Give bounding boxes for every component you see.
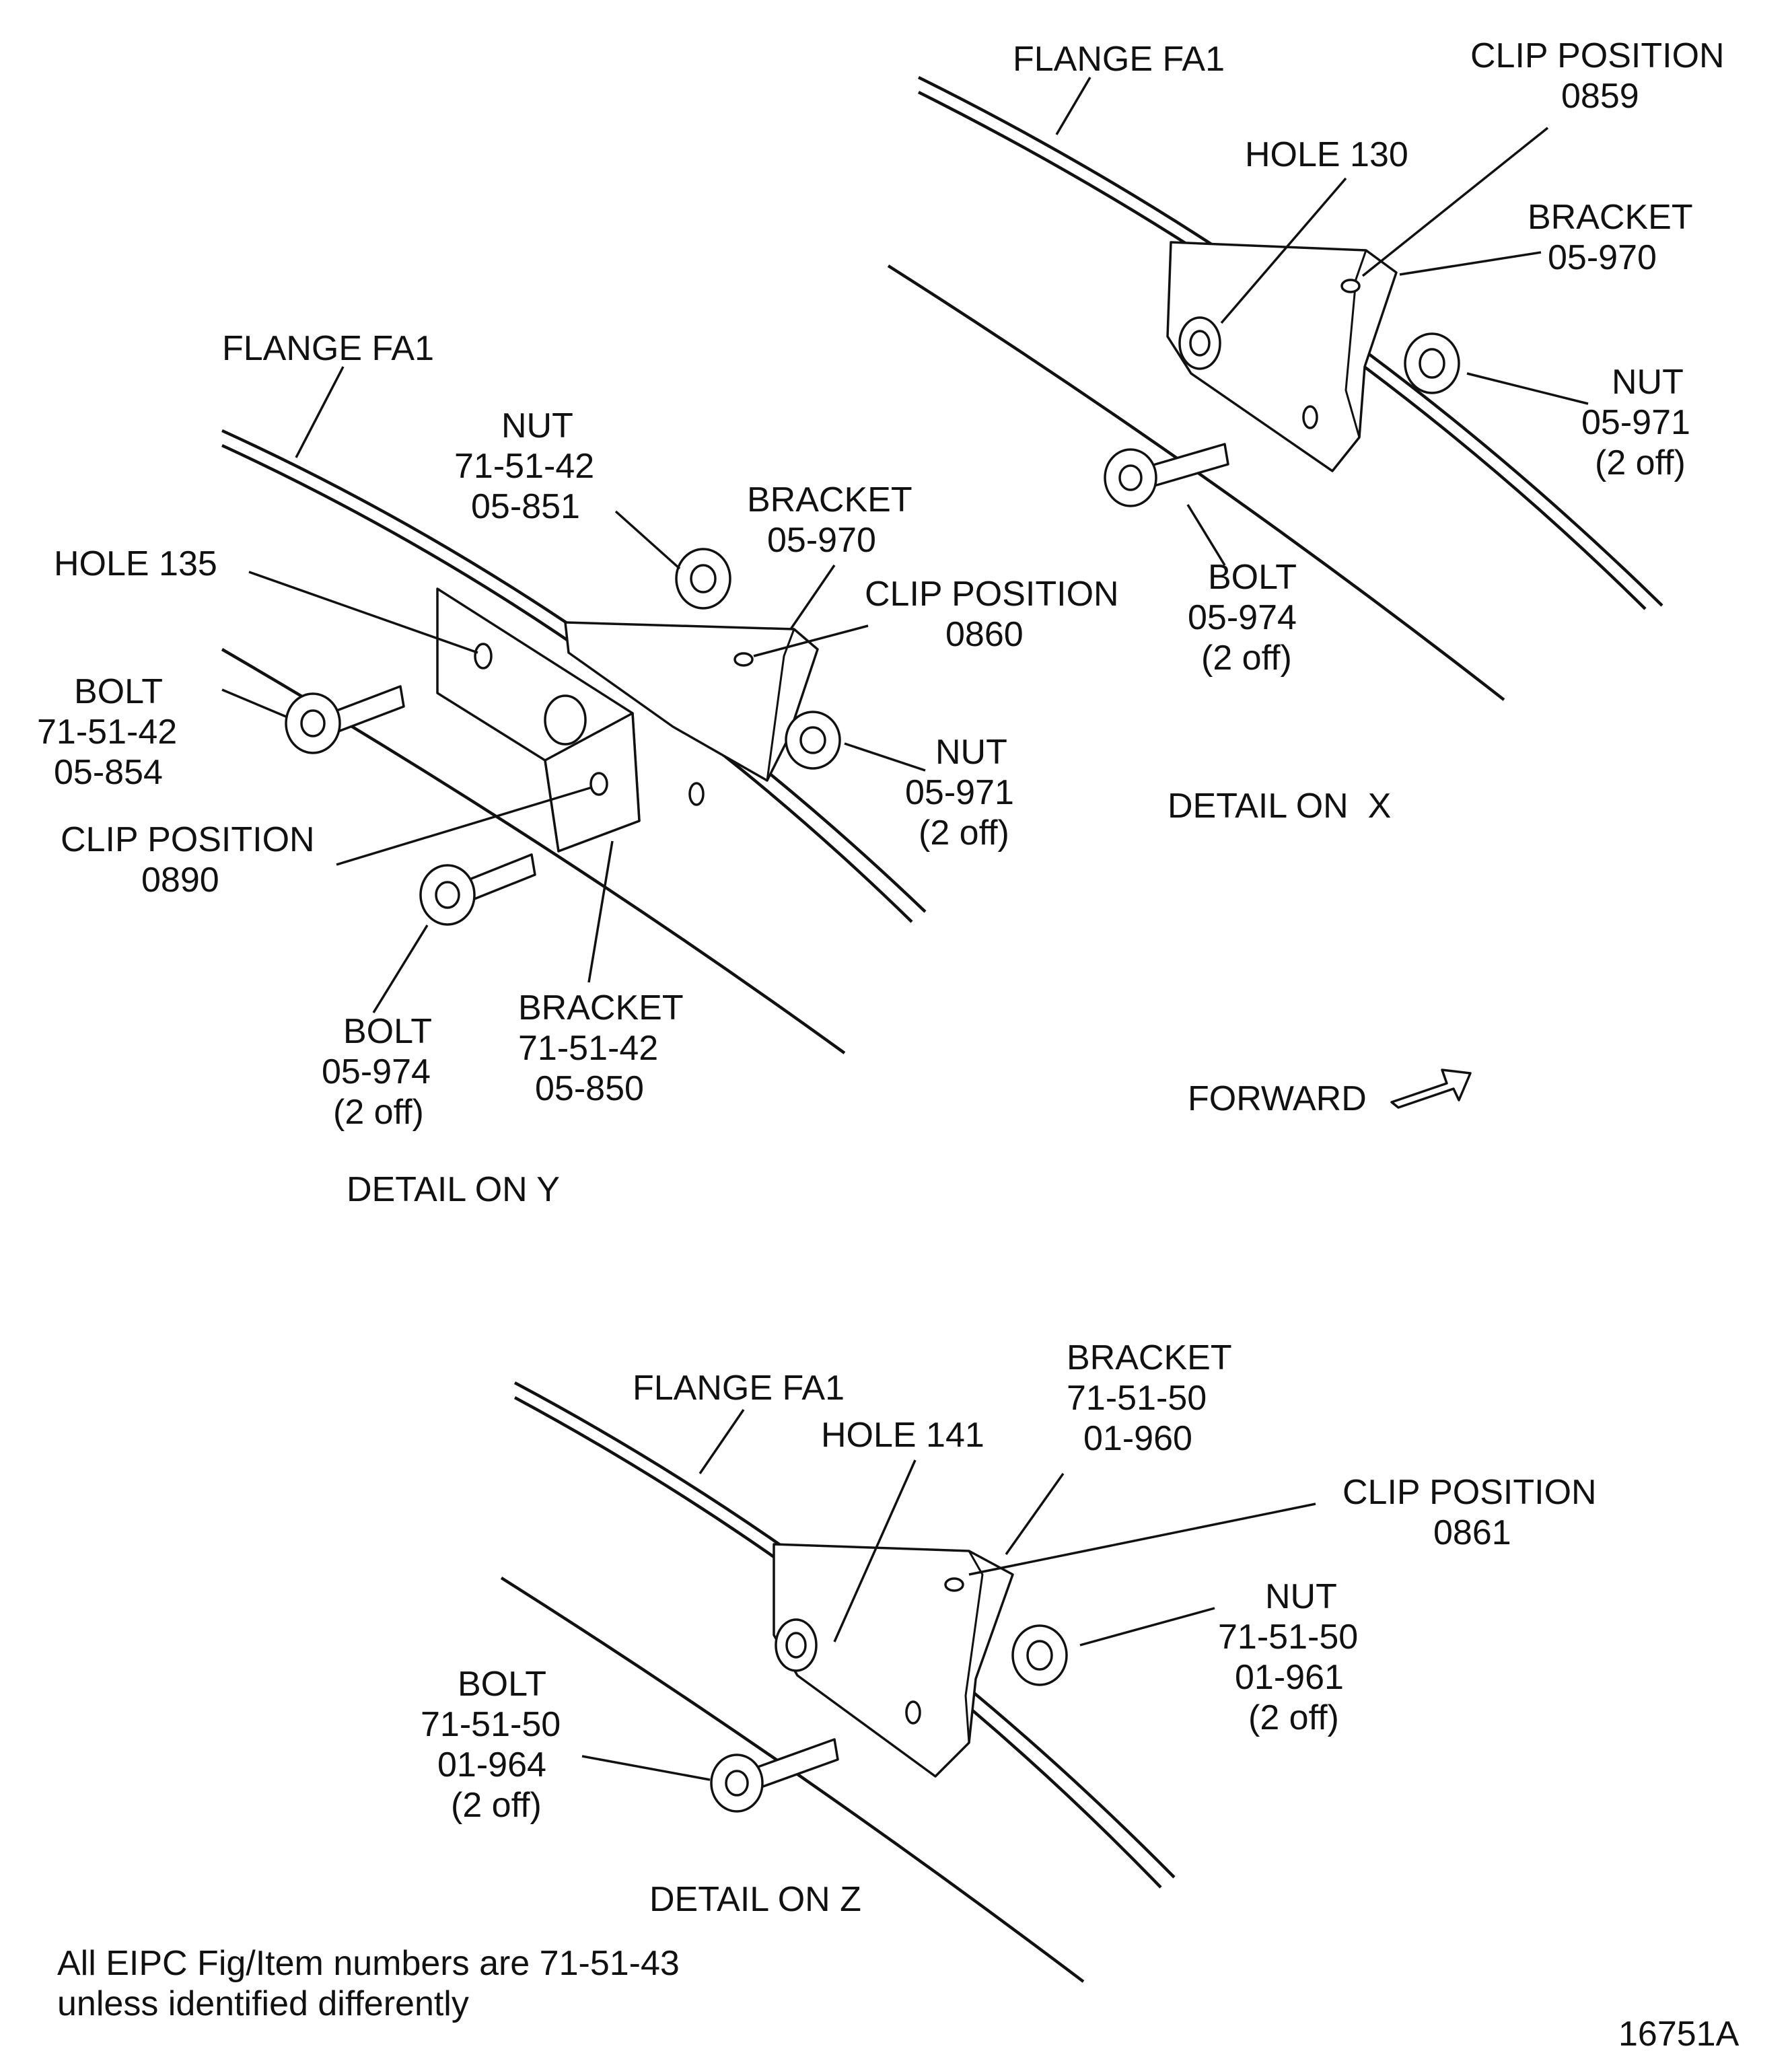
leader-clip-0860	[753, 624, 869, 657]
clip-position-label-y-lower: CLIP POSITION	[61, 820, 315, 859]
bracket-x	[1166, 241, 1398, 472]
flange-label-y: FLANGE FA1	[222, 329, 434, 368]
bracket-label-z: BRACKET	[1067, 1338, 1232, 1377]
leader-bolt-z	[581, 1755, 711, 1781]
bolt-label-z: BOLT	[458, 1665, 546, 1704]
bracket-label-x: BRACKET	[1528, 198, 1693, 237]
nut-label-z: NUT	[1265, 1577, 1337, 1616]
detail-x-caption: DETAIL ON X	[1168, 787, 1391, 826]
nut-number2-z: 01-961	[1235, 1658, 1344, 1697]
leader-flange-y	[295, 366, 345, 458]
forward-label: FORWARD	[1188, 1079, 1367, 1118]
leader-hole-130	[1220, 177, 1347, 324]
clip-position-label-z: CLIP POSITION	[1342, 1473, 1597, 1512]
bolt-label-y-lower: BOLT	[343, 1012, 432, 1051]
detail-y: FLANGE FA1 NUT 71-51-42 05-851 BRACKET 0…	[37, 329, 1119, 1209]
clip-position-number-x: 0859	[1561, 77, 1639, 116]
hole-label-z: HOLE 141	[821, 1416, 984, 1455]
nut-number-x: 05-971	[1581, 403, 1690, 442]
bolt-y-upper	[285, 685, 405, 754]
bolt-label-y-upper: BOLT	[74, 672, 163, 711]
detail-z: FLANGE FA1 HOLE 141 BRACKET 71-51-50 01-…	[421, 1338, 1597, 1983]
nut-label-y-lower: NUT	[935, 733, 1007, 772]
leader-nut-y-lower	[844, 742, 926, 772]
nut-qty-x: (2 off)	[1595, 443, 1686, 482]
flange-label-z: FLANGE FA1	[633, 1369, 845, 1408]
detail-x: FLANGE FA1 CLIP POSITION 0859 HOLE 130 B…	[887, 36, 1725, 826]
nut-z-right	[1011, 1624, 1068, 1686]
clip-position-label-x: CLIP POSITION	[1470, 36, 1725, 75]
bolt-number1-z: 71-51-50	[421, 1705, 561, 1744]
nut-qty-y-lower: (2 off)	[919, 813, 1009, 853]
nut-y-top	[675, 548, 731, 610]
bracket-number2-y-lower: 05-850	[535, 1069, 644, 1108]
hole-label-x: HOLE 130	[1245, 135, 1408, 174]
leader-nut-x	[1466, 372, 1589, 405]
drawing-number: 16751A	[1618, 2015, 1740, 2054]
bracket-y-lower	[436, 587, 641, 853]
clip-position-label-y-upper: CLIP POSITION	[865, 575, 1119, 614]
bolt-x	[1104, 443, 1229, 507]
nut-x-left	[1178, 316, 1221, 370]
leader-clip-0859	[1361, 126, 1549, 277]
leader-bolt-y-lower	[372, 925, 429, 1013]
leader-hole-135	[248, 571, 478, 654]
bolt-z	[710, 1738, 839, 1813]
bolt-number2-y-upper: 05-854	[54, 753, 163, 792]
bolt-number-y-lower: 05-974	[322, 1052, 431, 1091]
nut-z-left	[775, 1618, 818, 1672]
nut-qty-z: (2 off)	[1248, 1698, 1339, 1737]
forward-arrow-icon	[1390, 1069, 1472, 1109]
leader-bracket-x	[1399, 251, 1542, 276]
bolt-number2-z: 01-964	[437, 1745, 546, 1784]
leader-hole-141	[833, 1459, 917, 1642]
bracket-number1-y-lower: 71-51-42	[518, 1029, 658, 1068]
detail-z-caption: DETAIL ON Z	[649, 1880, 861, 1919]
bracket-label-y-upper: BRACKET	[747, 480, 912, 519]
bolt-number-x: 05-974	[1188, 598, 1297, 637]
nut-y-right	[785, 711, 841, 770]
leader-clip-0861	[968, 1503, 1316, 1576]
nut-number1-y: 71-51-42	[454, 447, 594, 486]
bolt-qty-x: (2 off)	[1201, 639, 1292, 678]
leader-flange-x	[1055, 77, 1091, 135]
nut-label-y: NUT	[501, 406, 573, 445]
flange-label-x: FLANGE FA1	[1013, 40, 1225, 79]
leader-nut-z	[1079, 1607, 1215, 1647]
bracket-number-x: 05-970	[1548, 238, 1657, 277]
footnote-line-2: unless identified differently	[57, 1984, 469, 2023]
leader-bracket-z	[1005, 1472, 1065, 1556]
forward-indicator: FORWARD	[1188, 1069, 1472, 1118]
clip-position-number-z: 0861	[1433, 1513, 1511, 1552]
leader-flange-z	[698, 1409, 745, 1474]
leader-bolt-x	[1186, 504, 1226, 566]
bolt-y-lower	[419, 853, 536, 926]
nut-x-right	[1404, 332, 1460, 394]
nut-number-y-lower: 05-971	[905, 773, 1014, 812]
bracket-label-y-lower: BRACKET	[518, 988, 684, 1027]
leader-bracket-y-upper	[789, 565, 836, 630]
bolt-label-x: BOLT	[1208, 558, 1297, 597]
bracket-number2-z: 01-960	[1083, 1419, 1192, 1458]
leader-clip-0890	[336, 786, 593, 866]
bracket-y-upper	[564, 621, 819, 806]
bolt-number1-y-upper: 71-51-42	[37, 713, 177, 752]
nut-number2-y: 05-851	[471, 487, 580, 526]
detail-y-caption: DETAIL ON Y	[347, 1170, 560, 1209]
leader-bracket-y-lower	[587, 840, 614, 983]
clip-position-number-y-upper: 0860	[945, 615, 1024, 654]
nut-y-hidden	[544, 694, 587, 746]
leader-nut-y	[614, 510, 681, 570]
footnote-line-1: All EIPC Fig/Item numbers are 71-51-43	[57, 1944, 680, 1983]
bracket-number1-z: 71-51-50	[1067, 1379, 1207, 1418]
bracket-number-y-upper: 05-970	[767, 521, 876, 560]
leader-bolt-y-upper	[221, 688, 287, 718]
nut-number1-z: 71-51-50	[1218, 1618, 1358, 1657]
clip-position-number-y-lower: 0890	[141, 861, 219, 900]
bolt-qty-z: (2 off)	[451, 1786, 542, 1825]
nut-label-x: NUT	[1612, 363, 1684, 402]
hole-label-y: HOLE 135	[54, 544, 217, 583]
bolt-qty-y-lower: (2 off)	[333, 1093, 424, 1132]
